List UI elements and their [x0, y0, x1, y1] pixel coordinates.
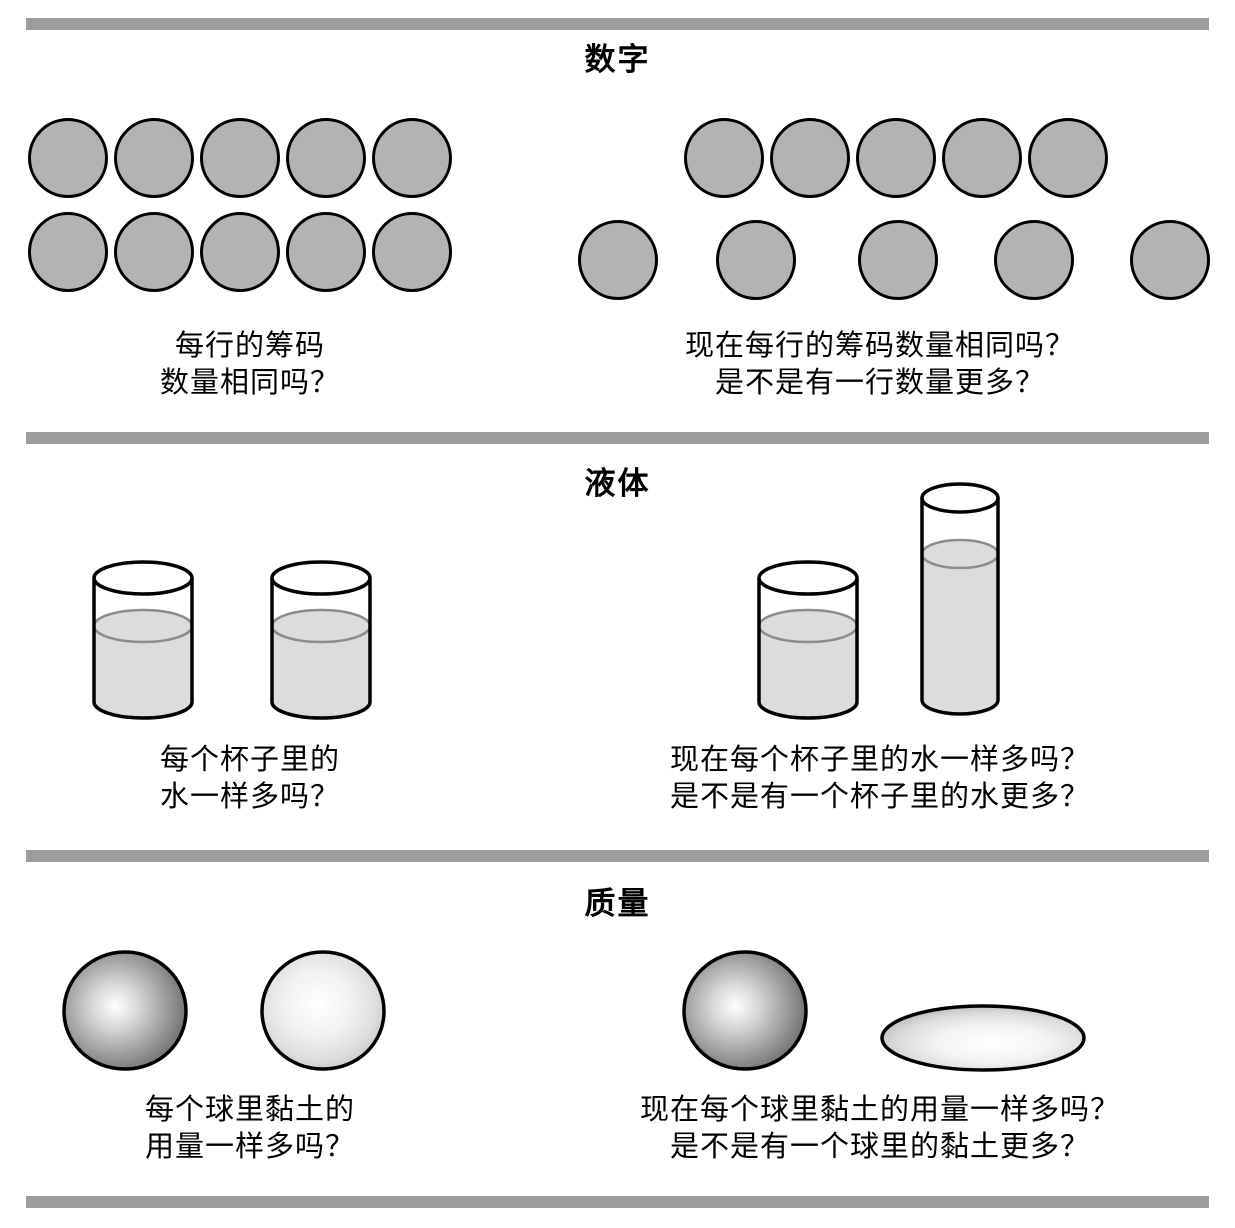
chip — [858, 220, 938, 300]
section-number: 数字 每行的筹码 数量相同吗？ — [0, 40, 1235, 440]
chip — [114, 212, 194, 292]
section-mass: 质量 — [0, 884, 1235, 1214]
glass-short-wide — [755, 560, 861, 720]
chip — [372, 212, 452, 292]
clay-ball-dark — [680, 948, 810, 1073]
number-before-caption: 每行的筹码 数量相同吗？ — [159, 330, 340, 399]
chip — [856, 118, 936, 198]
chip — [1130, 220, 1210, 300]
chip — [372, 118, 452, 198]
chip — [942, 118, 1022, 198]
divider-top — [26, 18, 1209, 30]
divider-number-liquid — [26, 432, 1209, 444]
section-title-liquid: 液体 — [584, 466, 651, 502]
divider-liquid-mass — [26, 850, 1209, 862]
section-liquid: 液体 — [0, 464, 1235, 856]
chip — [286, 212, 366, 292]
glass-short-wide — [90, 560, 196, 720]
chip — [1028, 118, 1108, 198]
chip — [28, 118, 108, 198]
mass-after-caption: 现在每个球里黏土的用量一样多吗？ 是不是有一个球里的黏土更多？ — [639, 1094, 1120, 1163]
chip — [578, 220, 658, 300]
chip — [286, 118, 366, 198]
chip — [994, 220, 1074, 300]
chip — [770, 118, 850, 198]
number-after-caption: 现在每行的筹码数量相同吗？ 是不是有一行数量更多？ — [684, 330, 1075, 399]
clay-pancake-light — [878, 1002, 1088, 1074]
chip — [684, 118, 764, 198]
divider-bottom — [26, 1196, 1209, 1208]
mass-before-caption: 每个球里黏土的 用量一样多吗？ — [144, 1094, 355, 1163]
chip — [200, 118, 280, 198]
liquid-before-caption: 每个杯子里的 水一样多吗？ — [159, 744, 340, 813]
glass-short-wide — [268, 560, 374, 720]
glass-tall-narrow — [918, 482, 1002, 722]
section-title-mass: 质量 — [584, 886, 651, 922]
chip — [114, 118, 194, 198]
section-title-number: 数字 — [584, 42, 651, 78]
liquid-after-caption: 现在每个杯子里的水一样多吗？ 是不是有一个杯子里的水更多？ — [669, 744, 1090, 813]
chip — [200, 212, 280, 292]
chip — [716, 220, 796, 300]
clay-ball-light — [258, 948, 388, 1073]
clay-ball-dark — [60, 948, 190, 1073]
chip — [28, 212, 108, 292]
